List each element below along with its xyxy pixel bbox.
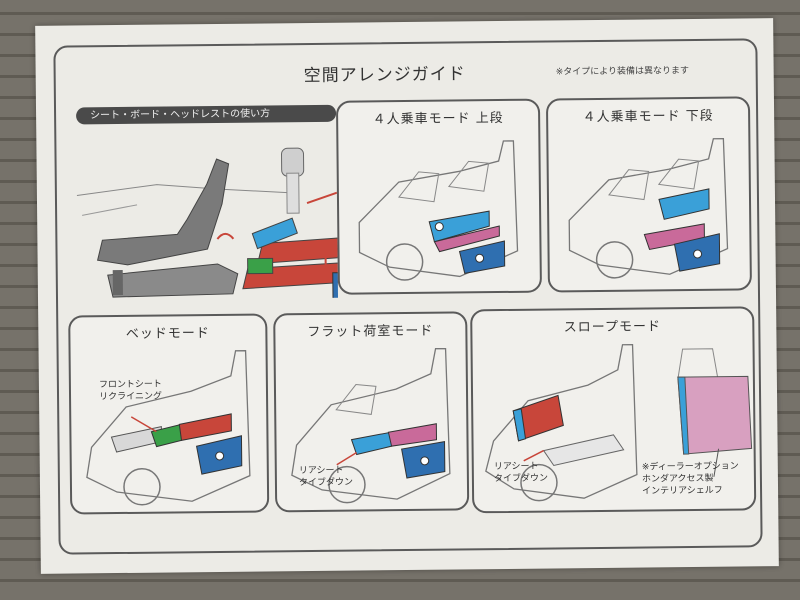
panel-bed-mode: ベッドモード フロントシート リクライニング bbox=[68, 313, 270, 515]
panel-flat-cargo-mode: フラット荷室モード リアシート タイブダウン bbox=[273, 311, 470, 513]
equipment-note: ※タイプにより装備は異なります bbox=[555, 66, 690, 78]
usage-badge: シート・ボード・ヘッドレストの使い方 bbox=[76, 104, 337, 125]
guide-card: 空間アレンジガイド ※タイプにより装備は異なります シート・ボード・ヘッドレスト… bbox=[35, 18, 779, 574]
label-dealer-option: ※ディーラーオプション ホンダアクセス製 インテリアシェルフ bbox=[641, 461, 739, 497]
label-rear-seat-tumble-slope: リアシート タイブダウン bbox=[493, 461, 548, 485]
usage-illustration: A bbox=[66, 123, 354, 301]
guide-title: 空間アレンジガイド bbox=[303, 64, 466, 87]
panel-four-seat-lower: ４人乗車モード 下段 bbox=[545, 96, 752, 293]
label-front-seat-recline: フロントシート リクライニング bbox=[98, 379, 163, 403]
label-rear-seat-tumble-flat: リアシート タイブダウン bbox=[298, 465, 354, 489]
panel-four-seat-upper: ４人乗車モード 上段 bbox=[335, 98, 542, 295]
panel-slope-mode: スロープモード リアシート タイブダウン ※ディーラーオプション ホンダアクセス… bbox=[470, 306, 757, 514]
